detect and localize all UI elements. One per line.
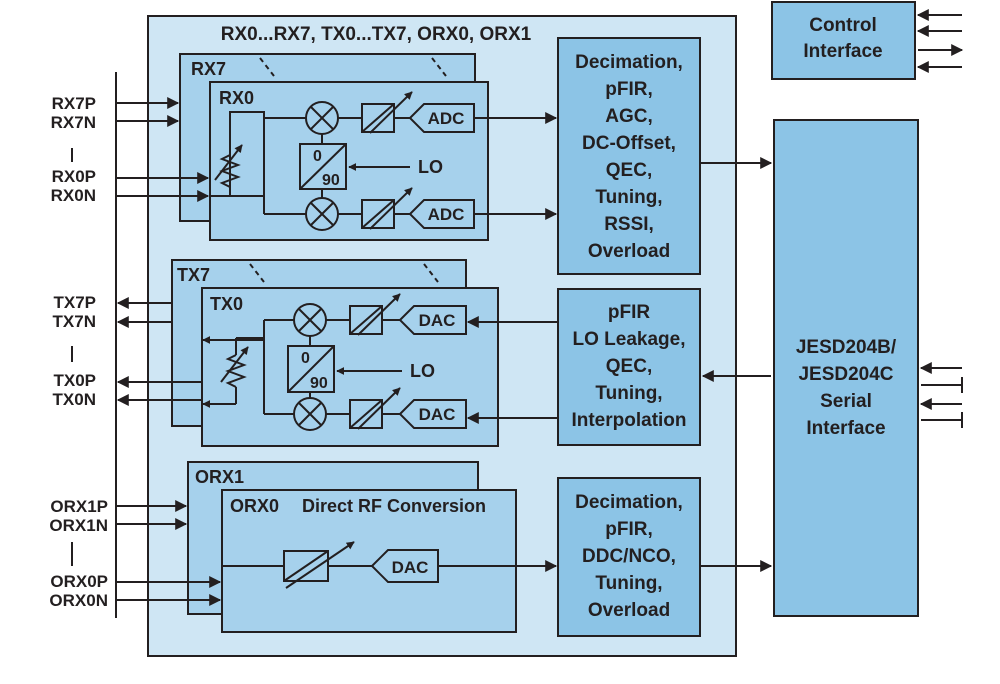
- rx0-label: RX0: [219, 88, 254, 108]
- chip-header: RX0...RX7, TX0...TX7, ORX0, ORX1: [221, 24, 532, 45]
- tx-dsp-line-1: pFIR: [608, 302, 650, 323]
- rx-adc-top-label: ADC: [428, 109, 465, 128]
- pin-orx0p: ORX0P: [50, 572, 108, 591]
- pin-orx0n: ORX0N: [49, 591, 108, 610]
- tx0-label: TX0: [210, 294, 243, 314]
- orx-dsp-block: [557, 477, 701, 637]
- pin-tx0n: TX0N: [53, 390, 96, 409]
- rx-adc-bottom-label: ADC: [428, 205, 465, 224]
- jesd-line-4: Interface: [806, 418, 885, 439]
- orx-section: ORX1 ORX0 Direct RF Conversion DAC Decim…: [49, 461, 773, 637]
- rx-dsp-line-8: Overload: [588, 241, 670, 262]
- pin-orx1p: ORX1P: [50, 497, 108, 516]
- tx-dac-bottom-label: DAC: [419, 405, 456, 424]
- rx7-label: RX7: [191, 59, 226, 79]
- tx7-label: TX7: [177, 265, 210, 285]
- jesd-line-1: JESD204B/: [796, 337, 897, 358]
- tx-phase-90: 90: [310, 375, 328, 392]
- pin-rx0p: RX0P: [52, 167, 96, 186]
- rx-dsp-line-4: DC-Offset,: [582, 133, 676, 154]
- tx-dsp-line-3: QEC,: [606, 356, 652, 377]
- pin-tx7p: TX7P: [53, 293, 96, 312]
- control-interface-line-1: Control: [809, 15, 877, 36]
- tx-dsp-line-5: Interpolation: [571, 410, 686, 431]
- rx-dsp-line-7: RSSI,: [604, 214, 654, 235]
- tx-dsp-line-4: Tuning,: [595, 383, 662, 404]
- tx-dac-top: [398, 305, 467, 335]
- rx-dsp-line-2: pFIR,: [605, 79, 653, 100]
- tx-dsp-block: [557, 288, 701, 446]
- rx-dsp-block: [557, 37, 701, 275]
- rx-lo-label: LO: [418, 157, 443, 177]
- tx-section: TX7 TX0 0 90 LO: [53, 259, 771, 447]
- orx-dsp-line-3: DDC/NCO,: [582, 546, 676, 567]
- orx-dac-label: DAC: [392, 558, 429, 577]
- orx0-block: [221, 489, 517, 633]
- orx-dsp-line-2: pFIR,: [605, 519, 653, 540]
- jesd-line-3: Serial: [820, 391, 872, 412]
- orx-conversion-label: Direct RF Conversion: [302, 496, 486, 516]
- pin-tx7n: TX7N: [53, 312, 96, 331]
- rx-phase-90: 90: [322, 172, 340, 189]
- pin-tx0p: TX0P: [53, 371, 96, 390]
- tx-dsp-line-2: LO Leakage,: [573, 329, 686, 350]
- tx-phase-0: 0: [301, 350, 310, 367]
- rx-phase-0: 0: [313, 148, 322, 165]
- orx1-label: ORX1: [195, 467, 244, 487]
- pin-rx0n: RX0N: [51, 186, 96, 205]
- tx-dac-top-label: DAC: [419, 311, 456, 330]
- rx-section: RX7 RX0 0 90 LO: [51, 37, 773, 275]
- orx-dsp-line-1: Decimation,: [575, 492, 683, 513]
- tx-lo-label: LO: [410, 361, 435, 381]
- pin-orx1n: ORX1N: [49, 516, 108, 535]
- rx-dsp-line-1: Decimation,: [575, 52, 683, 73]
- pin-rx7n: RX7N: [51, 113, 96, 132]
- control-interface-block: Control Interface: [771, 1, 964, 80]
- tx-dac-bottom: [398, 399, 467, 429]
- orx-dsp-line-4: Tuning,: [595, 573, 662, 594]
- pin-rx7p: RX7P: [52, 94, 96, 113]
- control-interface-line-2: Interface: [803, 41, 882, 62]
- rx-dsp-line-6: Tuning,: [595, 187, 662, 208]
- rx-dsp-line-3: AGC,: [605, 106, 653, 127]
- rx-dsp-line-5: QEC,: [606, 160, 652, 181]
- orx0-label: ORX0: [230, 496, 279, 516]
- jesd-interface-block: JESD204B/ JESD204C Serial Interface: [773, 119, 963, 617]
- jesd-line-2: JESD204C: [798, 364, 893, 385]
- orx-dsp-line-5: Overload: [588, 600, 670, 621]
